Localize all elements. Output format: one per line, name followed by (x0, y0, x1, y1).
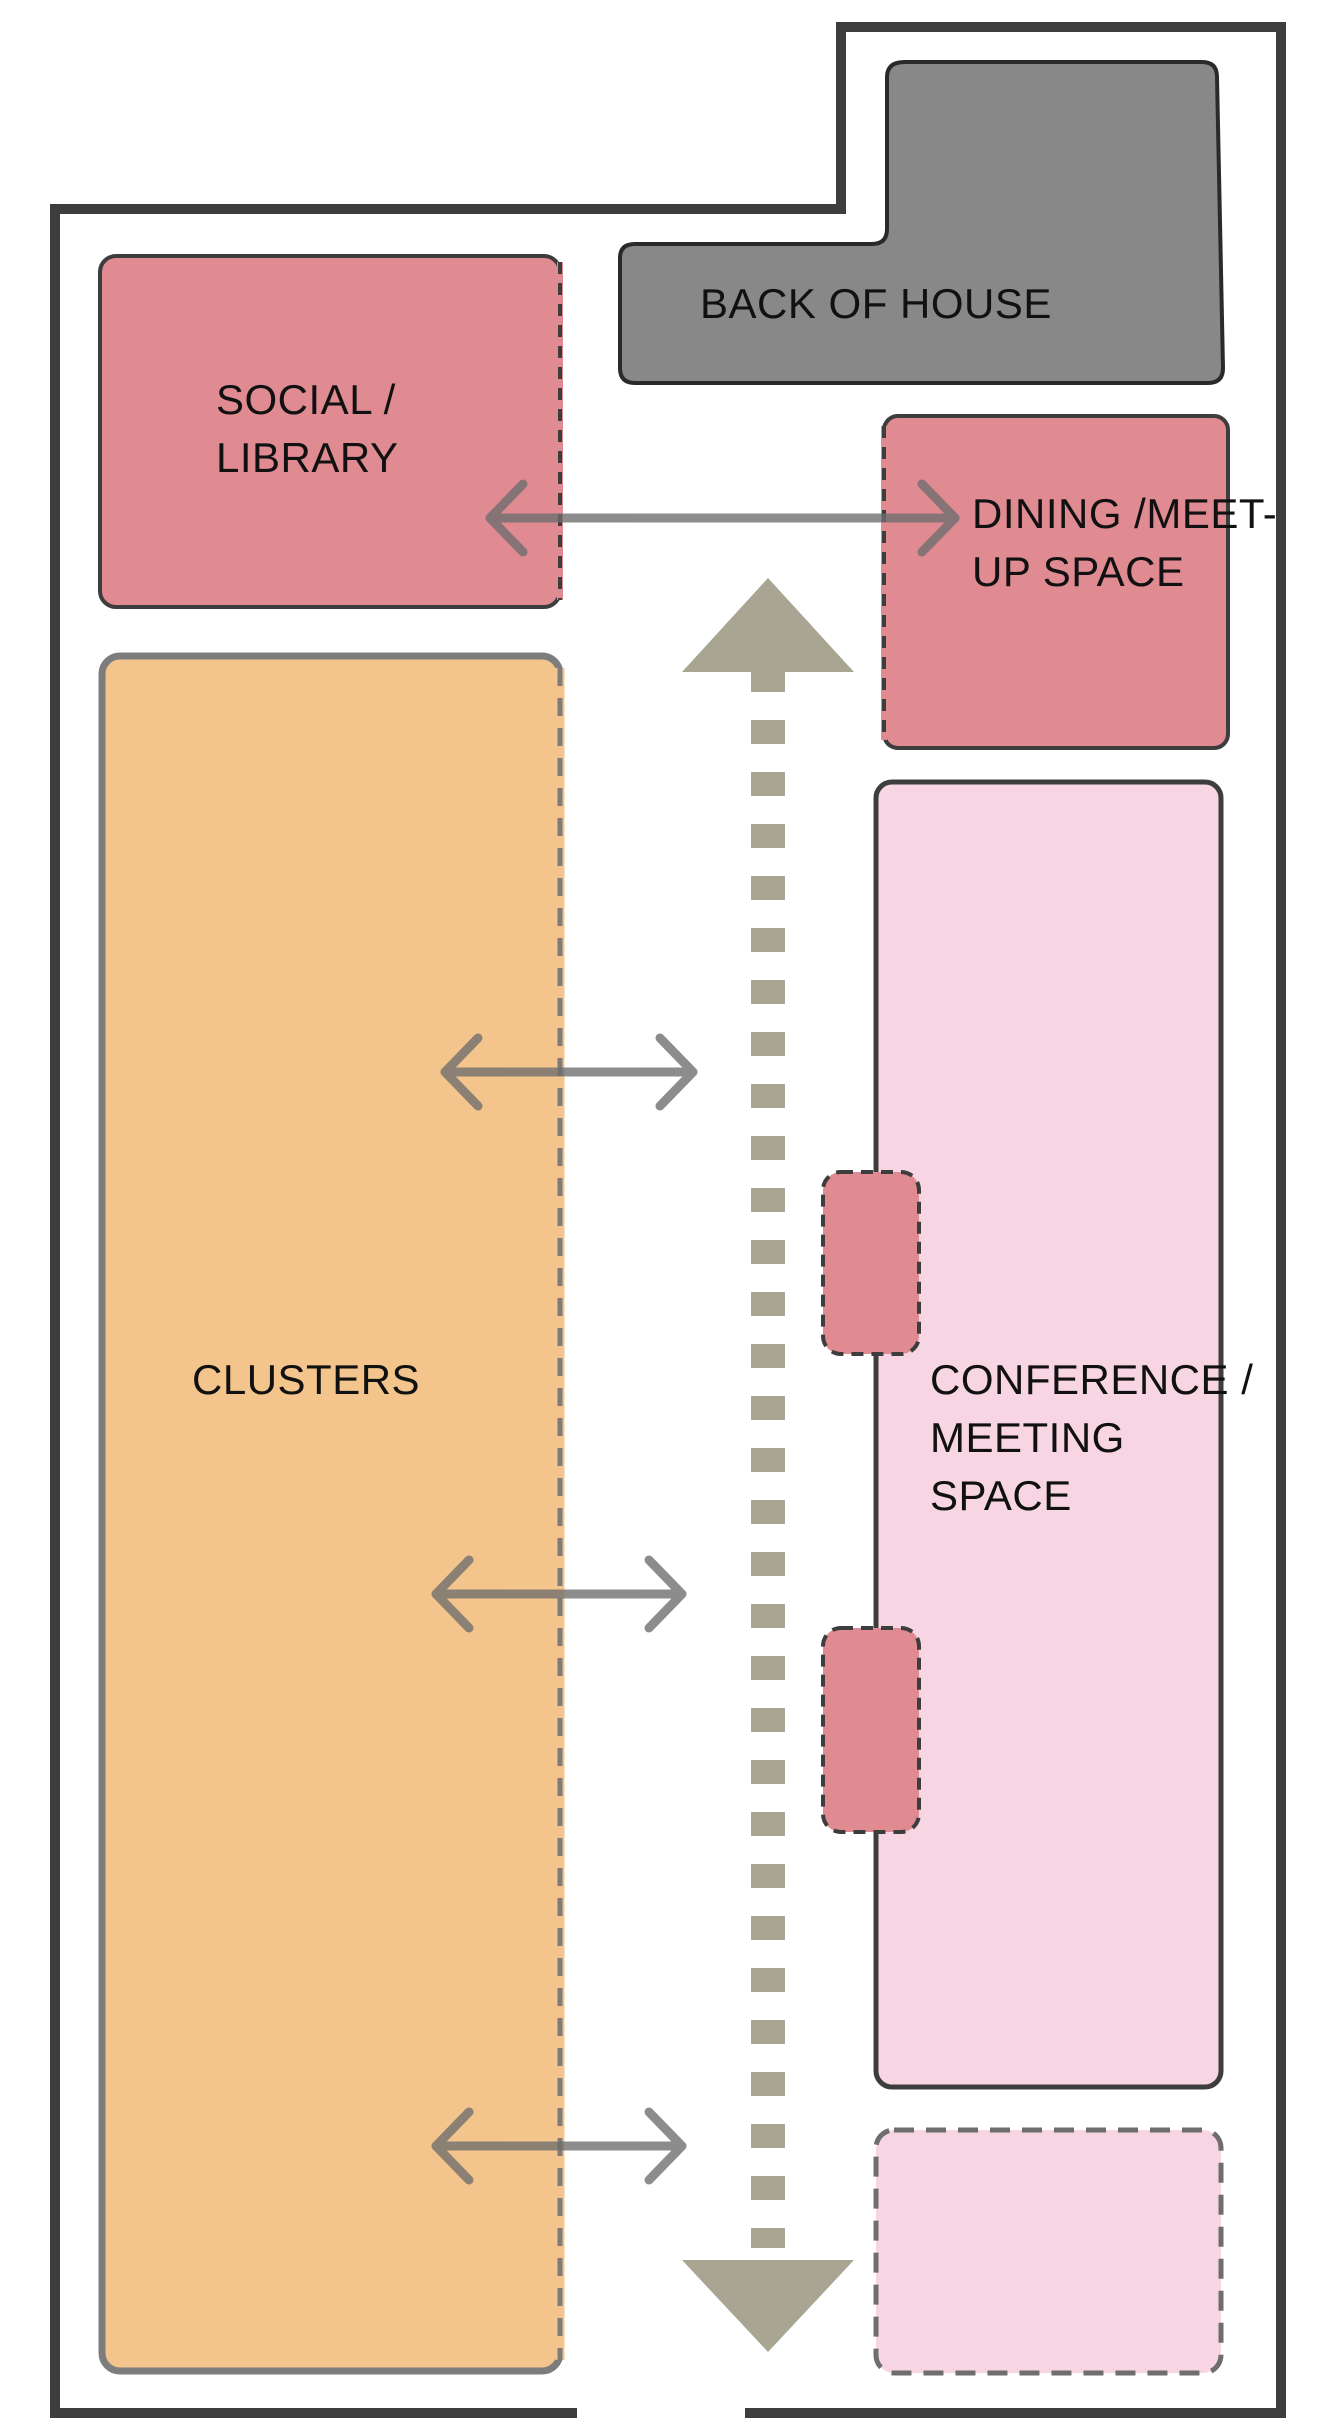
exterior-wall (50, 22, 1286, 2418)
building-outline (50, 22, 1286, 2418)
clusters-label: CLUSTERS (192, 1356, 420, 1403)
circulation-arrow-down-head (682, 2260, 854, 2352)
back-of-house-label: BACK OF HOUSE (700, 280, 1052, 327)
conference-label-line-2: MEETING (930, 1414, 1125, 1461)
breakout-room-1 (821, 1170, 921, 1356)
future-space-block (873, 2127, 1224, 2376)
social-library-label-line-1: SOCIAL / (216, 376, 396, 423)
breakout-room-1-block (821, 1170, 921, 1356)
double-arrow-icon (431, 2107, 687, 2185)
back-of-house-block (618, 60, 1226, 385)
connection-arrows (431, 479, 960, 2185)
dining-label-line-1: DINING /MEET- (972, 490, 1277, 537)
circulation-arrow-up-head (682, 578, 854, 672)
double-arrow-icon (440, 1033, 698, 1111)
double-arrow-icon (485, 479, 960, 557)
social-library-block (98, 254, 562, 609)
dining-label-line-2: UP SPACE (972, 548, 1185, 595)
back-of-house-zone: BACK OF HOUSE (618, 60, 1226, 385)
double-arrow-icon (431, 1555, 687, 1633)
clusters-zone: CLUSTERS (98, 652, 565, 2375)
breakout-room-2 (821, 1626, 921, 1834)
conference-zone: CONFERENCE / MEETING SPACE (873, 779, 1253, 2090)
conference-label-line-3: SPACE (930, 1472, 1072, 1519)
social-library-zone: SOCIAL / LIBRARY (98, 254, 563, 609)
future-space-zone (873, 2127, 1224, 2376)
breakout-room-2-block (821, 1626, 921, 1834)
conference-label-line-1: CONFERENCE / (930, 1356, 1253, 1403)
clusters-block (98, 652, 564, 2375)
conference-block (873, 779, 1224, 2090)
circulation-spine (682, 578, 854, 2352)
social-library-label-line-2: LIBRARY (216, 434, 398, 481)
dining-zone: DINING /MEET- UP SPACE (881, 414, 1277, 750)
